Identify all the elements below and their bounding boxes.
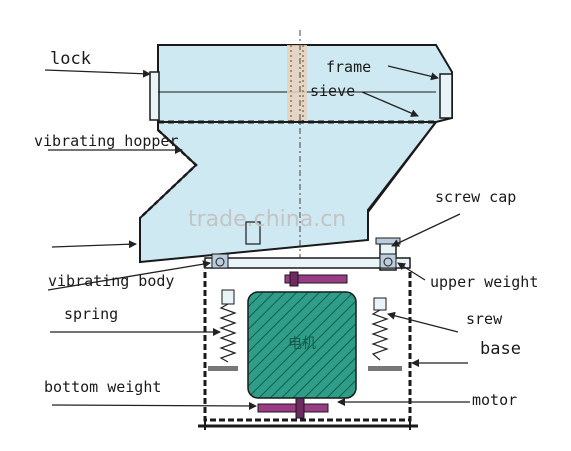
label-srew: srew [466, 310, 503, 328]
spring-right [371, 297, 389, 361]
label-vibrating-hopper: vibrating hopper [34, 132, 179, 150]
label-lock: lock [50, 49, 91, 69]
bottom-weight [257, 397, 329, 419]
upper-weight [284, 271, 348, 287]
label-motor: motor [472, 391, 517, 409]
label-sieve: sieve [310, 82, 355, 100]
label-base: base [480, 339, 521, 359]
label-bottom-weight: bottom weight [44, 378, 161, 396]
label-frame: frame [326, 58, 371, 76]
leader-lines [44, 65, 470, 410]
label-screw-cap: screw cap [435, 188, 516, 206]
spring-left [219, 289, 237, 363]
label-upper-weight: upper weight [430, 273, 538, 291]
motor-chinese-label: 电机 [288, 336, 316, 352]
motor-body: 电机 [247, 291, 357, 399]
base-housing [198, 272, 418, 430]
watermark: trade.china.cn [188, 207, 346, 232]
label-spring: spring [64, 305, 118, 323]
vibrating-hopper [139, 30, 439, 264]
label-vibrating-body: vibrating body [48, 272, 174, 290]
sieve-frame [149, 44, 453, 123]
